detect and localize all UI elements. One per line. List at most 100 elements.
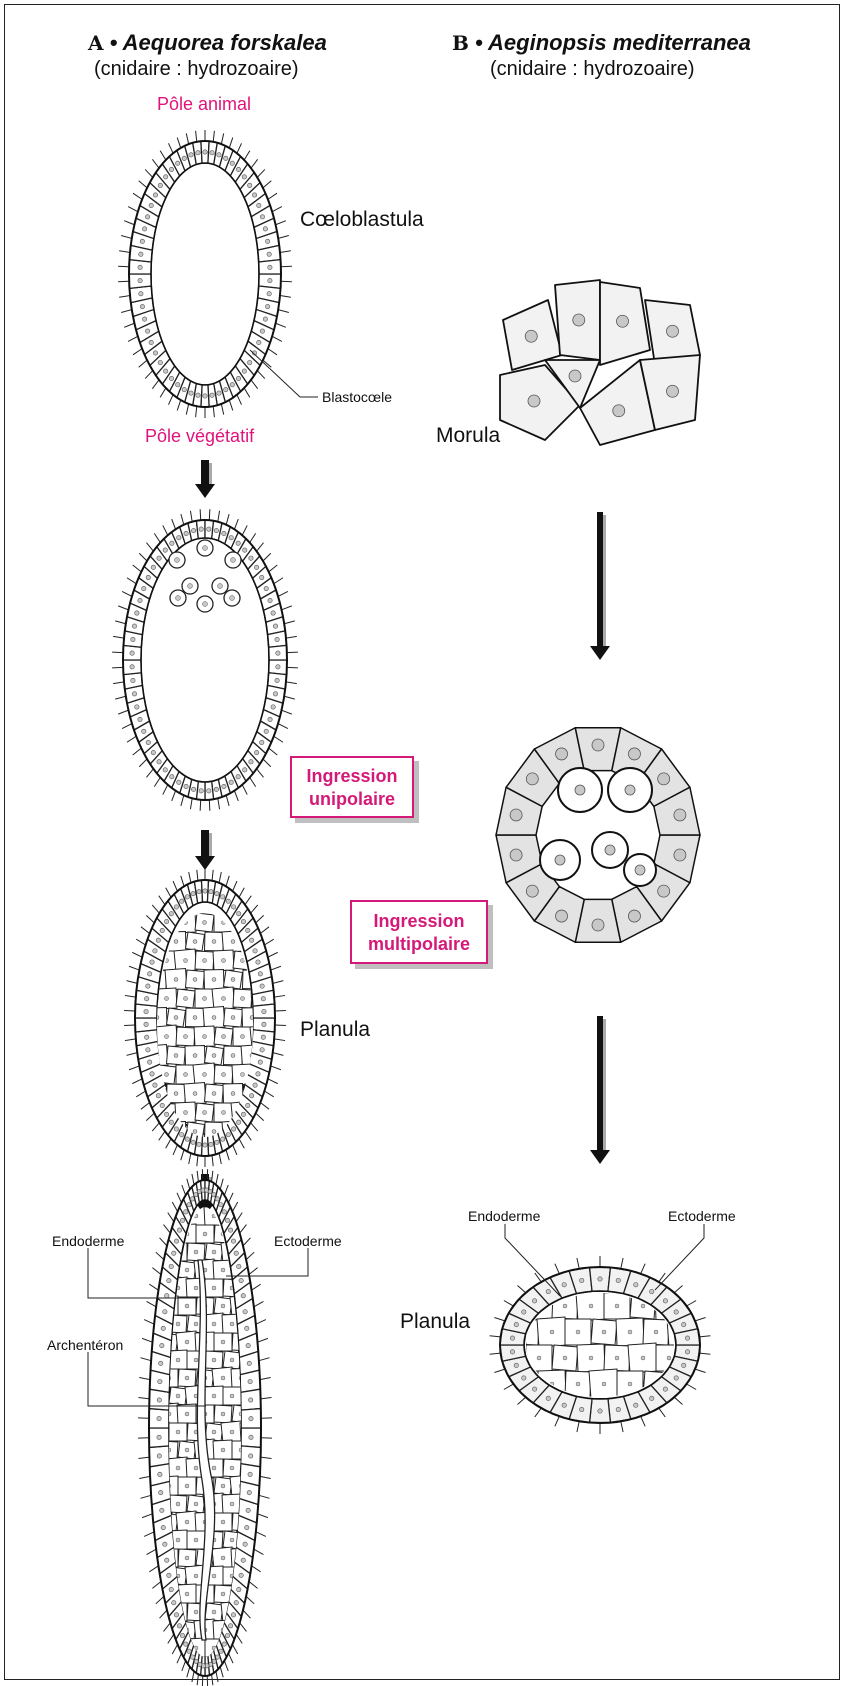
nucleus xyxy=(225,1218,229,1222)
nucleus xyxy=(221,1448,225,1452)
cilium xyxy=(278,724,288,729)
cilium xyxy=(282,606,292,610)
nucleus xyxy=(218,584,223,589)
inner-cell xyxy=(271,1065,290,1084)
nucleus xyxy=(234,1251,238,1255)
cilium xyxy=(145,371,153,379)
cilium xyxy=(252,1284,261,1290)
nucleus xyxy=(193,1016,197,1020)
cilium xyxy=(149,1566,158,1572)
nucleus xyxy=(257,1556,261,1560)
cilium xyxy=(243,1610,250,1618)
cilium xyxy=(166,1139,171,1149)
nucleus xyxy=(135,705,139,709)
nucleus xyxy=(209,1142,213,1146)
nucleus xyxy=(237,912,241,916)
cilium xyxy=(535,1408,541,1417)
inner-cell xyxy=(270,1102,291,1123)
nucleus xyxy=(145,215,149,219)
nucleus xyxy=(222,1073,226,1077)
cilium xyxy=(154,533,160,542)
nucleus xyxy=(131,637,135,641)
cilium xyxy=(152,1123,159,1131)
cilium xyxy=(280,251,291,253)
nucleus xyxy=(157,760,161,764)
nucleus xyxy=(221,1556,225,1560)
nucleus xyxy=(197,889,201,893)
cilium xyxy=(236,1213,242,1222)
nucleus xyxy=(156,1094,160,1098)
nucleus xyxy=(199,527,203,531)
nucleus xyxy=(228,1624,232,1628)
cilium xyxy=(244,151,250,160)
nucleus xyxy=(681,1363,685,1367)
nucleus xyxy=(151,565,155,569)
cilium xyxy=(224,1185,228,1195)
nucleus xyxy=(212,1358,216,1362)
cilium xyxy=(154,777,160,786)
nucleus xyxy=(246,1343,250,1347)
cilium xyxy=(147,1549,157,1554)
nucleus xyxy=(203,1073,207,1077)
nucleus xyxy=(184,1035,188,1039)
nucleus xyxy=(230,1538,234,1542)
nucleus xyxy=(180,1633,184,1637)
nucleus xyxy=(191,787,195,791)
cilium xyxy=(177,1653,182,1663)
nucleus xyxy=(160,1103,164,1107)
nucleus xyxy=(212,1092,216,1096)
cilium xyxy=(172,1202,177,1212)
nucleus xyxy=(221,1592,225,1596)
nucleus xyxy=(260,329,264,333)
nucleus xyxy=(263,317,267,321)
nucleus xyxy=(589,1356,593,1360)
cilium xyxy=(263,553,271,561)
nucleus xyxy=(153,949,157,953)
nucleus xyxy=(221,1304,225,1308)
nucleus xyxy=(174,978,178,982)
nucleus xyxy=(221,1484,225,1488)
nucleus xyxy=(546,1289,550,1293)
nucleus xyxy=(158,1610,162,1614)
cilium xyxy=(621,1258,623,1269)
nucleus xyxy=(193,940,197,944)
cilium xyxy=(159,1131,165,1140)
cilium xyxy=(146,1113,154,1121)
cilium xyxy=(133,748,142,755)
nucleus xyxy=(262,1022,266,1026)
nucleus xyxy=(241,1558,245,1562)
cilium xyxy=(216,1671,218,1682)
cilium xyxy=(286,682,297,684)
cilium xyxy=(149,1284,158,1290)
cilium xyxy=(190,511,192,522)
cilium xyxy=(213,131,214,142)
cilium xyxy=(146,769,153,778)
cilium xyxy=(251,1123,258,1131)
nucleus xyxy=(242,369,246,373)
cilium xyxy=(221,404,223,415)
arrow-shaft xyxy=(597,1016,603,1152)
nucleus xyxy=(562,1403,566,1407)
nucleus xyxy=(248,1250,252,1254)
nucleus xyxy=(174,1054,178,1058)
cilium xyxy=(118,281,129,282)
cilium xyxy=(132,1079,142,1084)
nucleus xyxy=(203,997,207,1001)
nucleus xyxy=(139,292,143,296)
cilium xyxy=(273,1053,284,1056)
nucleus xyxy=(241,919,245,923)
nucleus xyxy=(177,1624,181,1628)
nucleus xyxy=(249,1416,253,1420)
nucleus xyxy=(275,678,279,682)
nucleus xyxy=(193,1054,197,1058)
cilium xyxy=(518,1397,526,1404)
inner-cell xyxy=(248,1223,270,1245)
cilium xyxy=(187,1667,190,1678)
nucleus xyxy=(230,1466,234,1470)
cilium xyxy=(278,235,289,238)
nucleus xyxy=(532,1299,536,1303)
nucleus xyxy=(185,1520,189,1524)
cilium xyxy=(284,621,295,624)
nucleus xyxy=(146,1048,150,1052)
nucleus xyxy=(222,531,226,535)
